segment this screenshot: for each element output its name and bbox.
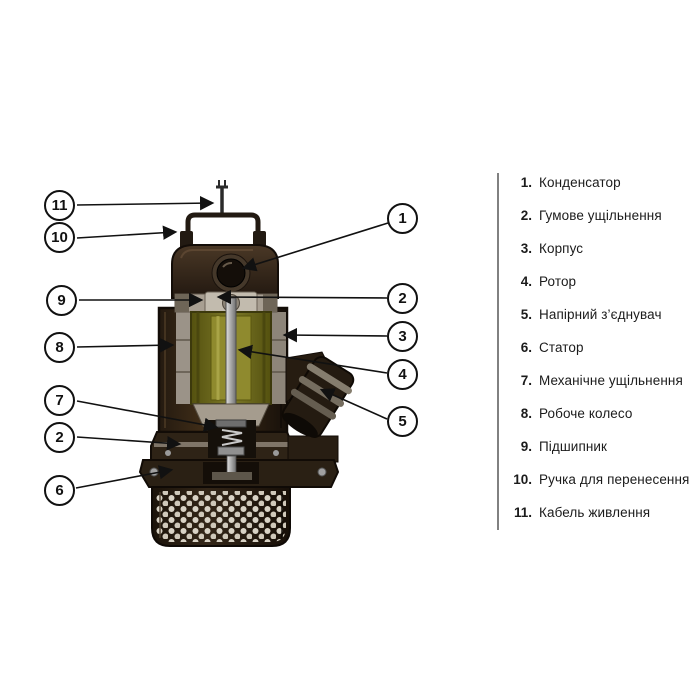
power-cable-graphic: [216, 180, 228, 214]
callout-3: 3: [387, 321, 418, 352]
leader-2-left: [76, 435, 182, 451]
legend-item-number: 2.: [520, 208, 532, 223]
legend-item-label: Ручка для перенесення: [539, 472, 690, 487]
leader-2-right: [216, 289, 388, 305]
legend-item-number: 4.: [520, 274, 532, 289]
leader-3: [282, 327, 388, 343]
volute-base-graphic: [138, 455, 340, 488]
leader-6: [75, 465, 174, 489]
legend-item-number: 10.: [513, 472, 532, 487]
legend-item-label: Статор: [539, 340, 584, 355]
leader-4: [237, 344, 388, 374]
leader-5: [319, 388, 388, 420]
legend-item-4: 4. Ротор: [506, 274, 696, 292]
legend-item-label: Гумове ущільнення: [539, 208, 662, 223]
legend-item-label: Корпус: [539, 241, 584, 256]
legend-item-number: 9.: [520, 439, 532, 454]
legend-item-number: 1.: [520, 175, 532, 190]
callout-2-right: 2: [387, 283, 418, 314]
legend-item-5: 5. Напірний з’єднувач: [506, 307, 696, 325]
callout-10: 10: [44, 222, 75, 253]
legend-item-number: 5.: [520, 307, 532, 322]
legend-item-number: 3.: [520, 241, 532, 256]
leader-8: [76, 338, 175, 353]
legend-item-8: 8. Робоче колесо: [506, 406, 696, 424]
leader-11: [76, 195, 215, 211]
legend-item-10: 10. Ручка для перенесення: [506, 472, 696, 490]
top-cap-graphic: [171, 244, 279, 299]
callout-7: 7: [44, 385, 75, 416]
legend-item-11: 11. Кабель живлення: [506, 505, 696, 523]
legend-item-7: 7. Механічне ущільнення: [506, 373, 696, 391]
gasket-right-graphic: [250, 442, 290, 447]
callout-8: 8: [44, 332, 75, 363]
callout-6: 6: [44, 475, 75, 506]
legend-item-label: Механічне ущільнення: [539, 373, 683, 388]
callout-11: 11: [44, 190, 75, 221]
legend-item-number: 6.: [520, 340, 532, 355]
legend-item-label: Робоче колесо: [539, 406, 633, 421]
rubber-seal-right-graphic: [263, 294, 277, 312]
parts-legend: 1. Конденсатор 2. Гумове ущільнення 3. К…: [506, 175, 696, 538]
legend-item-9: 9. Підшипник: [506, 439, 696, 457]
legend-item-label: Конденсатор: [539, 175, 621, 190]
rubber-seal-left-graphic: [175, 294, 189, 312]
legend-item-label: Кабель живлення: [539, 505, 651, 520]
callout-5: 5: [387, 406, 418, 437]
legend-item-2: 2. Гумове ущільнення: [506, 208, 696, 226]
leader-7: [76, 400, 219, 432]
legend-item-6: 6. Статор: [506, 340, 696, 358]
callout-1: 1: [387, 203, 418, 234]
legend-item-number: 11.: [513, 505, 532, 520]
leader-lines: [75, 195, 389, 489]
legend-item-label: Напірний з’єднувач: [539, 307, 662, 322]
leader-10: [76, 225, 178, 240]
callout-2-left: 2: [44, 422, 75, 453]
legend-divider: [497, 173, 499, 530]
legend-item-number: 7.: [520, 373, 532, 388]
legend-item-label: Підшипник: [539, 439, 608, 454]
callout-9: 9: [46, 285, 77, 316]
leader-1: [241, 222, 389, 272]
impeller-graphic: [212, 472, 252, 480]
legend-item-number: 8.: [520, 406, 532, 421]
legend-item-3: 3. Корпус: [506, 241, 696, 259]
legend-item-label: Ротор: [539, 274, 577, 289]
gasket-left-graphic: [154, 442, 212, 447]
callout-4: 4: [387, 359, 418, 390]
strainer-graphic: [151, 486, 291, 547]
legend-item-1: 1. Конденсатор: [506, 175, 696, 193]
